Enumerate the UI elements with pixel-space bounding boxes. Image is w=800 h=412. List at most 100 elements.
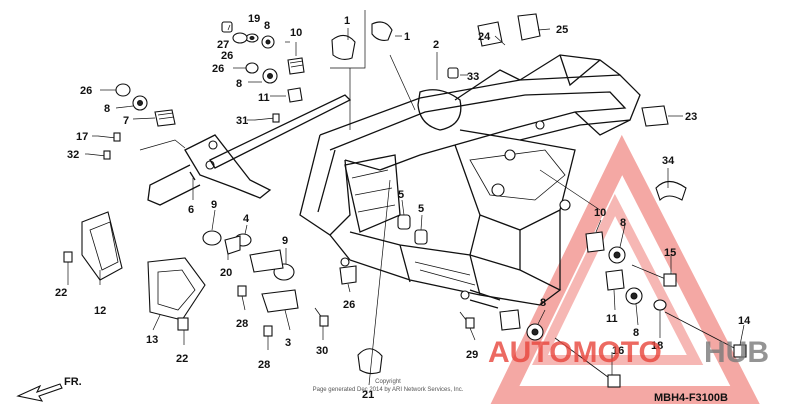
part-8-right-b <box>625 287 643 305</box>
part-22-left <box>63 251 73 263</box>
copyright-line-1: Copyright <box>375 379 401 385</box>
label-4: 4 <box>243 213 250 225</box>
label-9: 9 <box>211 199 217 211</box>
part-13 <box>147 257 206 321</box>
label-1: 1 <box>404 31 410 43</box>
part-14 <box>664 311 747 358</box>
part-33 <box>447 67 459 79</box>
part-27 <box>221 21 233 33</box>
part-8-right-c <box>526 323 544 341</box>
part-1-b <box>371 21 393 41</box>
part-15 <box>631 264 677 287</box>
label-14: 14 <box>738 315 751 327</box>
label-31: 31 <box>236 115 248 127</box>
label-1: 1 <box>344 15 350 27</box>
main-frame <box>299 54 641 309</box>
part-26-left <box>115 83 131 97</box>
label-8: 8 <box>620 217 626 229</box>
part-29 <box>459 311 475 329</box>
label-19: 19 <box>248 13 260 25</box>
part-10-top <box>287 57 305 75</box>
label-33: 33 <box>467 71 479 83</box>
label-5: 5 <box>398 189 404 201</box>
part-22-bottom <box>177 317 189 331</box>
label-21: 21 <box>362 389 374 401</box>
part-19 <box>245 33 259 43</box>
label-8: 8 <box>633 327 639 339</box>
label-28: 28 <box>258 359 270 371</box>
label-8: 8 <box>236 78 242 90</box>
part-31 <box>254 113 280 123</box>
callout-labels: 1 1 2 3 4 5 5 6 7 8 8 8 8 8 8 9 9 10 10 … <box>55 13 751 401</box>
arrow-front-icon <box>16 383 63 402</box>
part-20 <box>224 235 241 255</box>
step-bracket-assembly <box>147 94 352 206</box>
part-8-mid <box>262 68 278 84</box>
part-25 <box>517 13 541 41</box>
label-12: 12 <box>94 305 106 317</box>
part-8-right-a <box>608 246 626 264</box>
part-7 <box>154 109 176 127</box>
diagram-code: MBH4-F3100B <box>654 392 728 404</box>
label-26: 26 <box>212 63 224 75</box>
watermark-wordmark: AUTOMOTO HUB <box>488 336 769 369</box>
part-11-right <box>605 269 625 291</box>
part-5-b <box>414 229 428 245</box>
bracket-mid <box>249 249 284 273</box>
label-20: 20 <box>220 267 232 279</box>
label-5: 5 <box>418 203 424 215</box>
watermark-text-primary: AUTOMOTO <box>488 336 662 369</box>
label-11: 11 <box>606 313 618 325</box>
label-22: 22 <box>176 353 188 365</box>
label-34: 34 <box>662 155 675 167</box>
part-21 <box>357 348 383 375</box>
label-15: 15 <box>664 247 676 259</box>
part-8-left <box>132 95 148 111</box>
label-18: 18 <box>651 340 663 352</box>
part-32 <box>87 150 111 160</box>
label-13: 13 <box>146 334 158 346</box>
part-3 <box>261 289 299 313</box>
part-26-frame <box>339 265 357 285</box>
label-8: 8 <box>264 20 270 32</box>
label-32: 32 <box>67 149 79 161</box>
label-28: 28 <box>236 318 248 330</box>
label-8: 8 <box>104 103 110 115</box>
part-34 <box>655 180 687 202</box>
part-bushing-right <box>499 309 521 331</box>
part-30 <box>314 307 329 327</box>
label-16: 16 <box>612 345 624 357</box>
label-3: 3 <box>285 337 291 349</box>
label-7: 7 <box>123 115 129 127</box>
part-23 <box>641 105 669 127</box>
label-17: 17 <box>76 131 88 143</box>
label-6: 6 <box>188 204 194 216</box>
leader-lines <box>67 10 745 386</box>
label-23: 23 <box>685 111 697 123</box>
part-26-mid <box>245 62 259 74</box>
label-10: 10 <box>594 207 606 219</box>
label-27: 27 <box>217 39 229 51</box>
part-1-a <box>331 34 356 61</box>
direction-label: FR. <box>64 376 82 388</box>
part-11-top <box>287 87 303 103</box>
part-5-a <box>397 214 411 230</box>
label-8: 8 <box>540 297 546 309</box>
copyright-line-2: Page generated Dec 2014 by ARI Network S… <box>313 387 464 393</box>
label-25: 25 <box>556 24 568 36</box>
watermark-logo <box>490 134 760 404</box>
part-17 <box>97 132 121 142</box>
part-10-right <box>585 231 605 253</box>
part-12 <box>81 211 123 281</box>
part-9-a <box>202 230 222 246</box>
label-22: 22 <box>55 287 67 299</box>
label-9: 9 <box>282 235 288 247</box>
part-8-top <box>261 35 275 49</box>
label-26: 26 <box>221 50 233 62</box>
label-24: 24 <box>478 31 491 43</box>
label-26: 26 <box>80 85 92 97</box>
part-26-top <box>232 32 248 44</box>
part-16 <box>554 337 621 388</box>
part-28-a <box>237 285 247 297</box>
